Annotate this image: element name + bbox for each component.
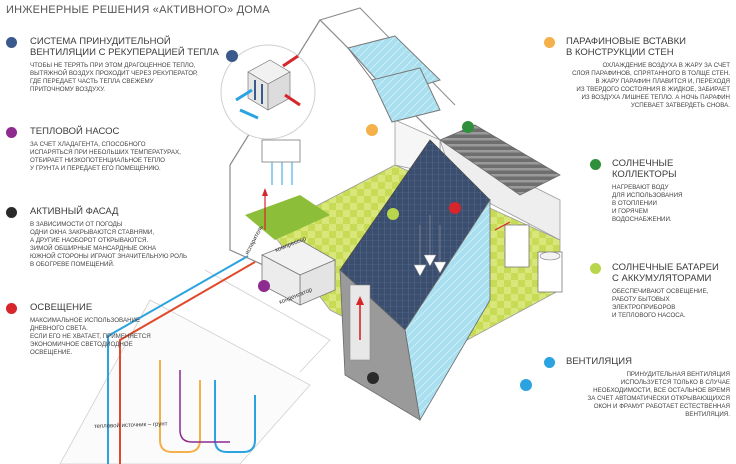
- heat-pump: [261, 139, 336, 306]
- ground-loop: [59, 255, 331, 464]
- lime-dot-icon: [590, 263, 601, 274]
- orange-dot-icon: [544, 37, 555, 48]
- roof-skylight: [347, 35, 441, 123]
- item-title: ВЕНТИЛЯЦИЯ: [566, 356, 632, 367]
- item-title: АКТИВНЫЙ ФАСАД: [30, 206, 119, 217]
- page-title: ИНЖЕНЕРНЫЕ РЕШЕНИЯ «АКТИВНОГО» ДОМА: [6, 4, 270, 16]
- item-description: НАГРЕВАЮТ ВОДУ ДЛЯ ИСПОЛЬЗОВАНИЯ В ОТОПЛ…: [612, 184, 683, 223]
- marker-ventilation: [520, 379, 532, 391]
- marker-lighting: [449, 202, 461, 214]
- marker-solar-batteries: [387, 208, 399, 220]
- black-dot-icon: [6, 207, 17, 218]
- marker-paraffin: [366, 124, 378, 136]
- item-title: ТЕПЛОВОЙ НАСОС: [30, 126, 120, 137]
- marker-heat-pump: [258, 280, 270, 292]
- item-description: МАКСИМАЛЬНОЕ ИСПОЛЬЗОВАНИЕ ДНЕВНОГО СВЕТ…: [30, 317, 151, 356]
- item-description: ПРИНУДИТЕЛЬНАЯ ВЕНТИЛЯЦИЯ ИСПОЛЬЗУЕТСЯ Т…: [587, 371, 730, 418]
- item-lighting: ОСВЕЩЕНИЕ МАКСИМАЛЬНОЕ ИСПОЛЬЗОВАНИЕ ДНЕ…: [6, 302, 226, 357]
- evaporator-label: испаритель: [244, 225, 264, 256]
- item-description: ОХЛАЖДЕНИЕ ВОЗДУХА В ЖАРУ ЗА СЧЕТ СЛОЯ П…: [572, 62, 730, 109]
- item-ventilation: ВЕНТИЛЯЦИЯ ПРИНУДИТЕЛЬНАЯ ВЕНТИЛЯЦИЯ ИСП…: [540, 356, 730, 419]
- item-description: ЧТОБЫ НЕ ТЕРЯТЬ ПРИ ЭТОМ ДРАГОЦЕННОЕ ТЕП…: [30, 62, 198, 93]
- red-dot-icon: [6, 303, 17, 314]
- item-description: ЗА СЧЕТ ХЛАДАГЕНТА, СПОСОБНОГО ИСПАРЯТЬС…: [30, 141, 181, 172]
- blue-dot-icon: [6, 37, 17, 48]
- green-dot-icon: [590, 159, 601, 170]
- ground-source-label: тепловой источник – грунт: [94, 420, 168, 430]
- item-description: В ЗАВИСИМОСТИ ОТ ПОГОДЫ ОДНИ ОКНА ЗАКРЫВ…: [30, 221, 188, 268]
- item-active-facade: АКТИВНЫЙ ФАСАД В ЗАВИСИМОСТИ ОТ ПОГОДЫ О…: [6, 206, 226, 269]
- marker-active-facade: [367, 372, 379, 384]
- sky-dot-icon: [544, 357, 555, 368]
- kitchen-appliances: [494, 221, 563, 293]
- item-title: ОСВЕЩЕНИЕ: [30, 302, 93, 313]
- purple-dot-icon: [6, 127, 17, 138]
- illustration-markers: [226, 50, 532, 391]
- item-description: ОБЕСПЕЧИВАЮТ ОСВЕЩЕНИЕ, РАБОТУ БЫТОВЫХ Э…: [612, 288, 709, 319]
- solar-facade: [339, 139, 491, 422]
- recuperator-detail: [220, 44, 316, 140]
- item-heat-pump: ТЕПЛОВОЙ НАСОС ЗА СЧЕТ ХЛАДАГЕНТА, СПОСО…: [6, 126, 226, 173]
- marker-recuperation: [226, 50, 238, 62]
- marker-collectors: [462, 121, 474, 133]
